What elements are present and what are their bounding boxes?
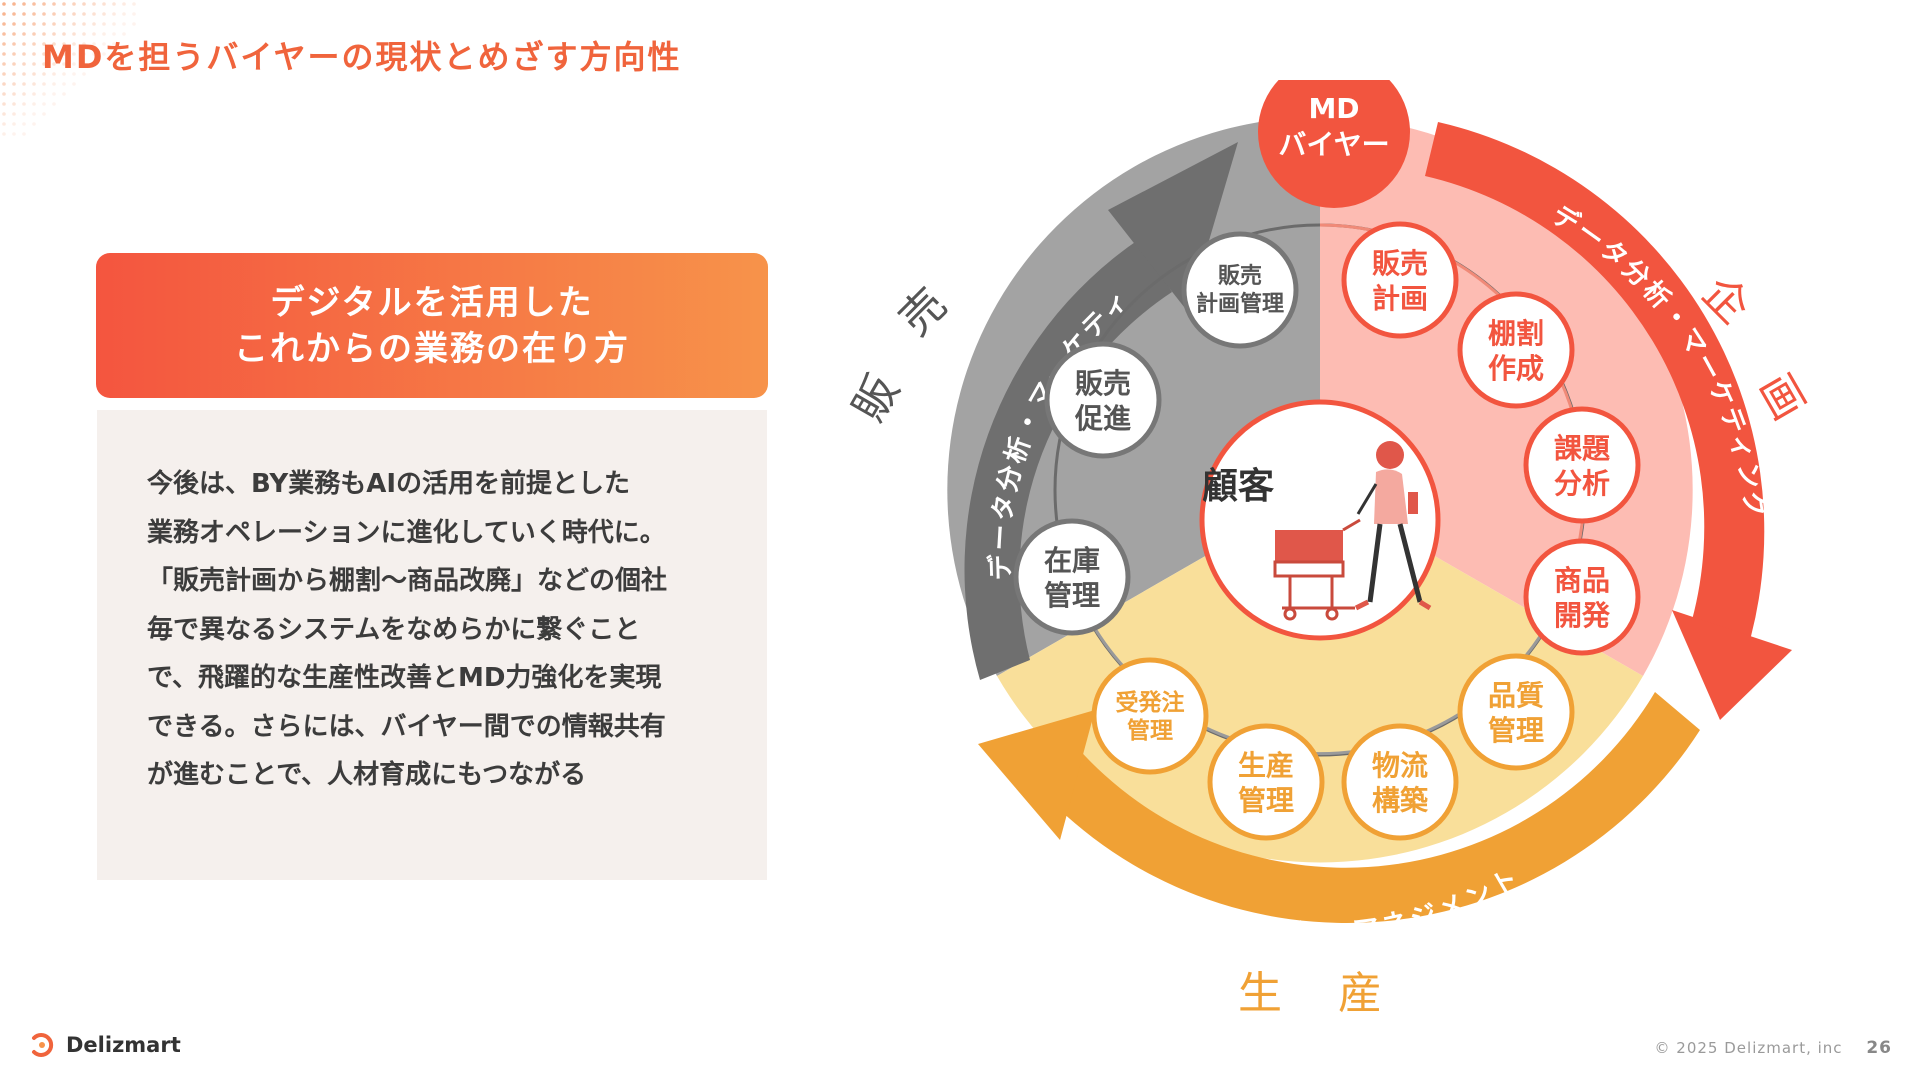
card-header-line2: これからの業務の在り方	[234, 328, 630, 369]
card-body-line: 今後は、BY業務もAIの活用を前提とした	[147, 469, 631, 499]
card-body-text: 今後は、BY業務もAIの活用を前提とした 業務オペレーションに進化していく時代に…	[147, 460, 737, 800]
production-arrow	[978, 692, 1700, 923]
shopping-cart-icon	[1273, 518, 1361, 621]
delizmart-logo-icon	[32, 1033, 54, 1057]
svg-text:管理: 管理	[1238, 784, 1294, 817]
brand-name: Delizmart	[66, 1033, 181, 1057]
svg-text:品質: 品質	[1488, 679, 1544, 712]
shopper-figure-icon	[1354, 441, 1432, 611]
svg-text:棚割: 棚割	[1488, 317, 1544, 350]
production-label-char-2: 産	[1338, 968, 1382, 1019]
svg-text:販売: 販売	[1075, 367, 1131, 400]
svg-text:開発: 開発	[1554, 599, 1611, 632]
card-body-line: で、飛躍的な生産性改善とMD力強化を実現	[147, 663, 662, 693]
node-production-management: 生産 管理	[1207, 723, 1325, 841]
node-logistics: 物流 構築	[1341, 723, 1459, 841]
footer-copyright: © 2025 Delizmart, inc 26	[1655, 1038, 1892, 1058]
md-cycle-diagram: データ分析・マーケティング データ分析・マーケティング サプライチェーン・マネジ…	[820, 80, 1815, 1019]
svg-text:作成: 作成	[1488, 352, 1544, 385]
svg-text:販売: 販売	[1218, 263, 1262, 289]
svg-text:物流: 物流	[1372, 749, 1428, 782]
svg-text:管理: 管理	[1488, 714, 1544, 747]
node-sales-promotion: 販売 促進	[1044, 341, 1162, 459]
svg-text:管理: 管理	[1044, 579, 1100, 612]
svg-text:MD: MD	[1308, 92, 1359, 125]
svg-text:顧客: 顧客	[1202, 466, 1274, 507]
svg-text:受発注: 受発注	[1116, 689, 1185, 716]
center-customer: 顧客	[1199, 399, 1441, 641]
svg-text:生産: 生産	[1238, 749, 1294, 782]
card-body-line: できる。さらには、バイヤー間での情報共有	[147, 711, 666, 742]
svg-text:バイヤー: バイヤー	[1278, 128, 1389, 161]
planning-label-char-2: 画	[1748, 365, 1814, 429]
node-product-development: 商品 開発	[1523, 538, 1641, 656]
svg-text:構築: 構築	[1372, 784, 1429, 817]
svg-text:在庫: 在庫	[1044, 544, 1100, 577]
card-body-line: 「販売計画から棚割〜商品改廃」などの個社	[147, 566, 668, 596]
node-sales-plan: 販売 計画	[1341, 221, 1459, 339]
card-header-line1: デジタルを活用した	[270, 282, 594, 323]
card-body-line: 毎で異なるシステムをなめらかに繋ぐこと	[147, 614, 641, 645]
production-label-char-1: 生	[1238, 968, 1282, 1019]
svg-text:計画: 計画	[1372, 282, 1428, 315]
md-buyer-badge: MD バイヤー	[1258, 80, 1410, 208]
node-sales-plan-management: 販売 計画管理	[1181, 231, 1299, 349]
card-header: デジタルを活用した これからの業務の在り方	[96, 253, 768, 398]
planning-arrow	[1425, 122, 1792, 720]
node-planogram: 棚割 作成	[1457, 291, 1575, 409]
node-order-management: 受発注 管理	[1091, 657, 1209, 775]
page-title: MDを担うバイヤーの現状とめざす方向性	[42, 38, 682, 76]
svg-text:計画管理: 計画管理	[1196, 291, 1284, 317]
page-number: 26	[1866, 1038, 1892, 1058]
svg-text:分析: 分析	[1554, 467, 1610, 500]
svg-text:促進: 促進	[1074, 402, 1131, 435]
svg-text:商品: 商品	[1554, 564, 1610, 597]
sales-label-char-1: 販	[843, 367, 909, 431]
node-issue-analysis: 課題 分析	[1523, 406, 1641, 524]
svg-text:販売: 販売	[1372, 247, 1428, 280]
node-quality-management: 品質 管理	[1457, 653, 1575, 771]
svg-text:管理: 管理	[1127, 717, 1173, 744]
card-body-line: が進むことで、人材育成にもつながる	[147, 760, 587, 790]
sales-label-char-2: 売	[890, 279, 957, 346]
card-body-line: 業務オペレーションに進化していく時代に。	[147, 517, 666, 548]
copyright-text: © 2025 Delizmart, inc	[1654, 1039, 1843, 1057]
node-inventory-management: 在庫 管理	[1013, 518, 1131, 636]
card-body: 今後は、BY業務もAIの活用を前提とした 業務オペレーションに進化していく時代に…	[97, 410, 767, 880]
svg-text:課題: 課題	[1554, 432, 1611, 465]
brand-logo: Delizmart	[28, 1030, 181, 1060]
decorative-dot-pattern	[2, 2, 136, 136]
